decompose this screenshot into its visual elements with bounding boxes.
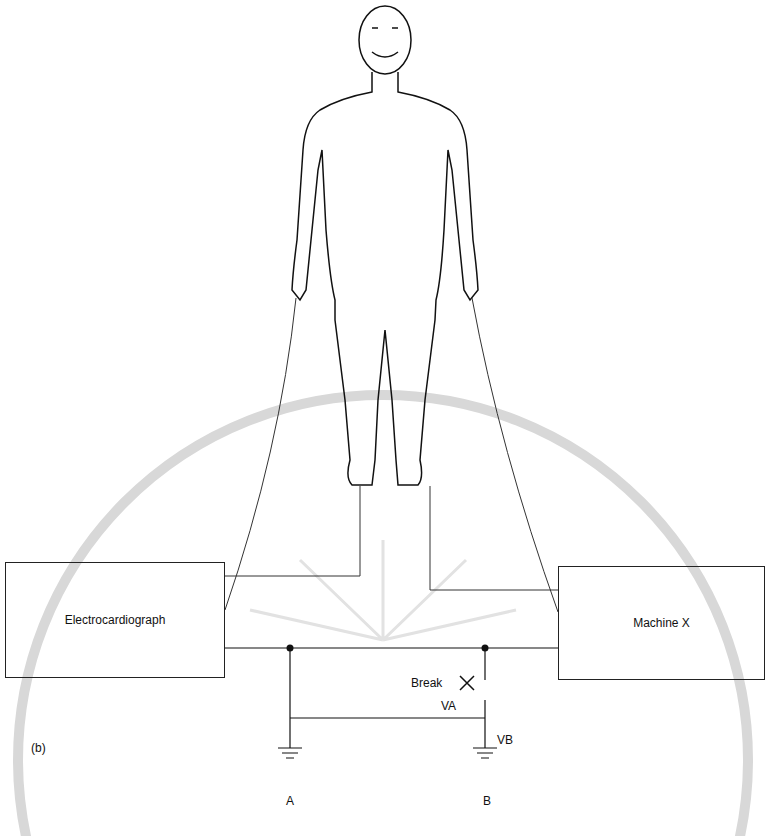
voltage-label: VB — [496, 733, 514, 747]
break-label: Break — [410, 676, 443, 690]
machine-box: Electrocardiograph — [5, 562, 225, 678]
lead-wires — [225, 298, 558, 612]
human-figure — [292, 6, 478, 485]
figure-label: (b) — [30, 741, 47, 755]
ground-wires — [278, 648, 497, 758]
voltage-label: VA — [440, 699, 457, 713]
point-label: B — [482, 794, 492, 808]
machine-box: Machine X — [558, 566, 765, 680]
point-label: A — [285, 794, 295, 808]
watermark-seal — [18, 395, 748, 836]
box-label: Machine X — [633, 616, 690, 630]
box-label: Electrocardiograph — [65, 613, 166, 627]
ground-wire — [225, 647, 558, 648]
